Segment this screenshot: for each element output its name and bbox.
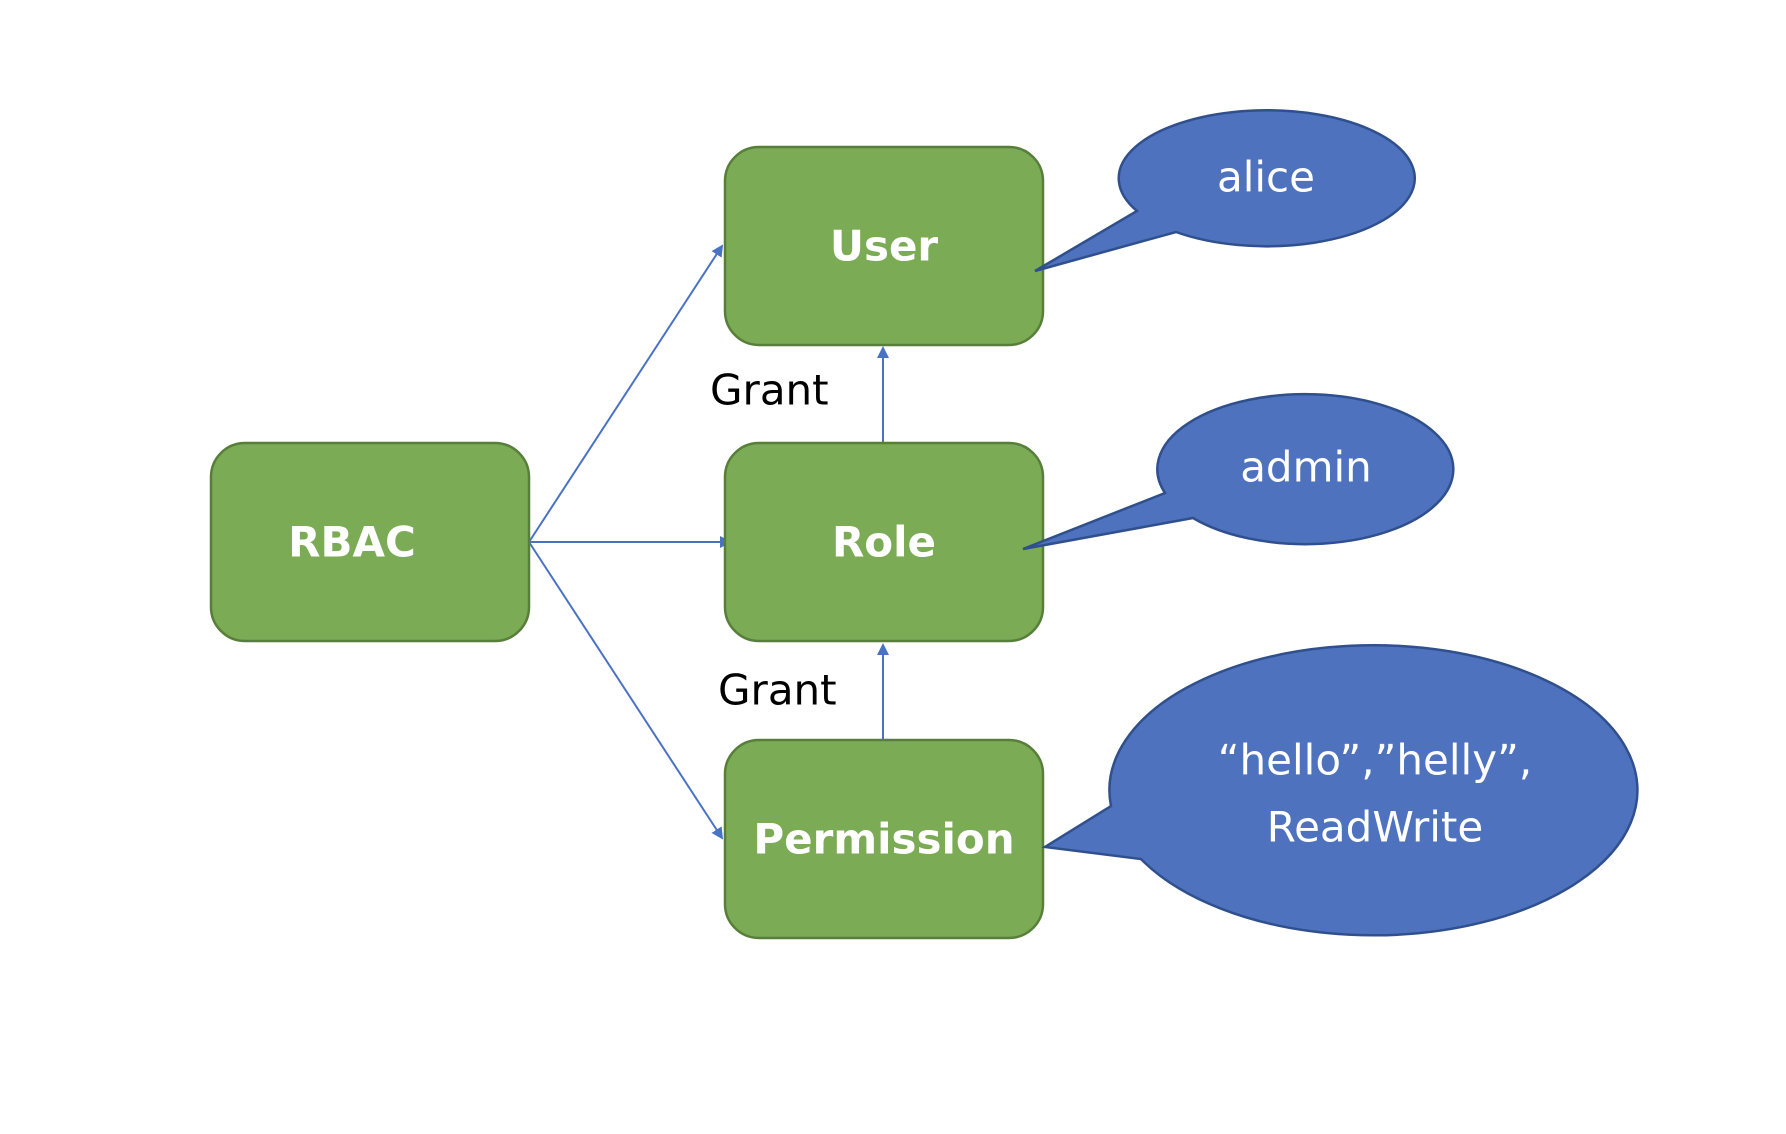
callout-permission: “hello”,”helly”, ReadWrite [1041,644,1639,937]
node-role-label: Role [832,518,936,567]
node-user: User [723,145,1045,347]
node-user-label: User [830,222,939,271]
node-role: Role [723,441,1045,643]
edge-rbac-to-permission [528,541,724,840]
callout-role-text: admin [1240,443,1372,492]
callout-permission-line2: ReadWrite [1267,803,1483,852]
callout-permission-line1: “hello”,”helly”, [1218,736,1532,785]
edge-rbac-to-user [528,244,724,543]
node-permission: Permission [723,738,1045,940]
node-permission-label: Permission [753,815,1014,864]
grant-label-role-user: Grant [710,366,829,415]
node-rbac-label: RBAC [288,518,416,567]
callout-role: admin [1022,392,1455,551]
callout-user: alice [1034,109,1416,273]
callout-user-text: alice [1217,153,1315,202]
grant-label-permission-role: Grant [718,666,837,715]
node-rbac: RBAC [209,441,531,643]
